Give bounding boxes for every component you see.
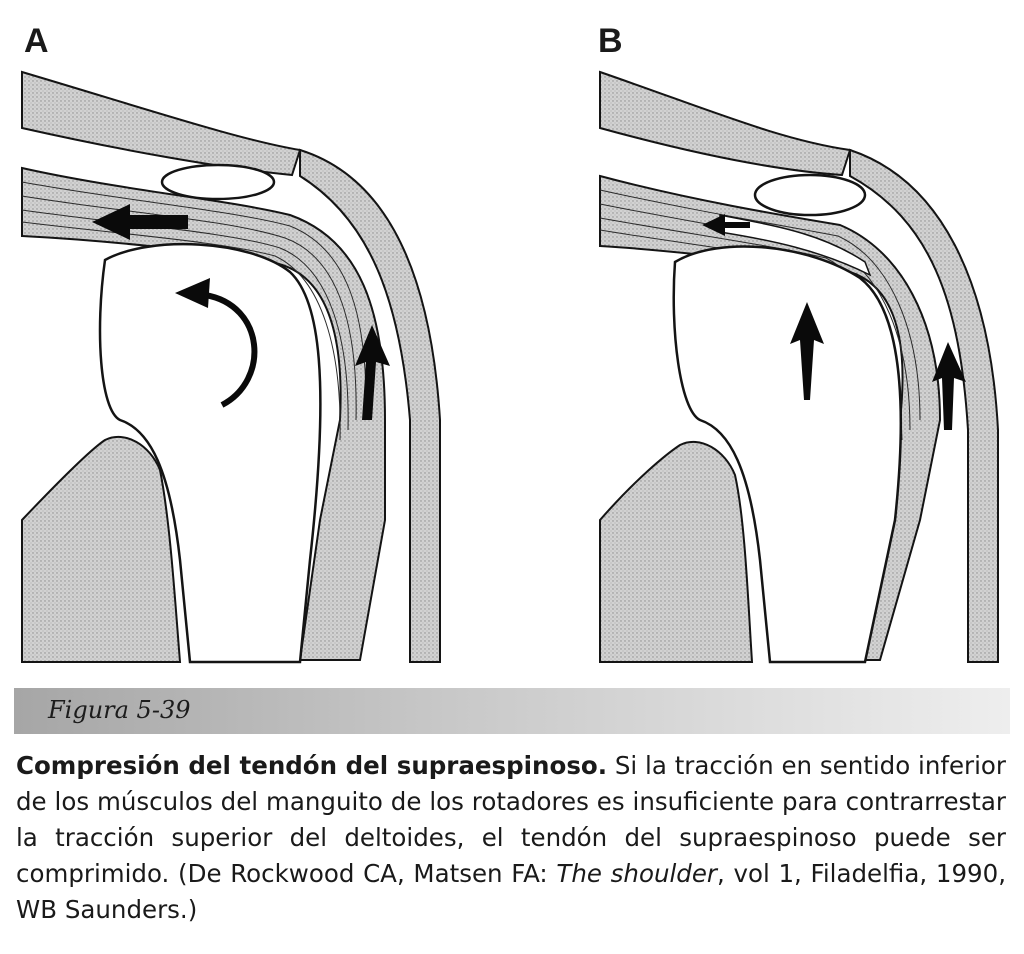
deltoid-shape xyxy=(849,148,999,663)
arrow-up-icon-tendon xyxy=(932,342,966,430)
bursa-shape xyxy=(753,173,867,217)
arrow-up-icon xyxy=(355,325,390,420)
arrow-left-icon xyxy=(702,214,750,236)
shoulder-illustration-a xyxy=(21,70,441,664)
scapula-shape xyxy=(21,435,182,663)
caption-text-part2: , vol 1, Filadelfia, 1990, WB Saunders.) xyxy=(16,859,1006,924)
compressed-tendon-shape xyxy=(719,214,872,277)
acromion-shape xyxy=(21,70,302,177)
arrow-left-icon xyxy=(92,204,188,240)
illustration-panel-b: B xyxy=(520,0,1020,680)
humeral-head-shape xyxy=(672,245,902,664)
figure-label: Figura 5-39 xyxy=(48,696,191,724)
humeral-head-shape xyxy=(98,242,322,664)
caption-title: Compresión del tendón del supraespinoso. xyxy=(16,751,608,780)
figure-caption: Compresión del tendón del supraespinoso.… xyxy=(16,748,1006,928)
panel-label-a: A xyxy=(24,22,49,60)
caption-text-part1: Si la tracción en sentido inferior de lo… xyxy=(16,751,1006,888)
scapula-shape xyxy=(599,440,754,663)
illustration-panel-a: A xyxy=(0,0,500,680)
deltoid-shape xyxy=(299,148,441,663)
shoulder-illustration-b xyxy=(599,70,999,664)
rotation-arrow-icon xyxy=(204,292,258,408)
caption-book-title: The shoulder xyxy=(556,859,717,888)
bursa-shape xyxy=(160,163,276,201)
arrow-up-icon xyxy=(790,302,824,400)
panel-label-b: B xyxy=(598,22,623,60)
acromion-shape xyxy=(599,70,852,177)
figure-label-bar: Figura 5-39 xyxy=(14,688,1010,734)
